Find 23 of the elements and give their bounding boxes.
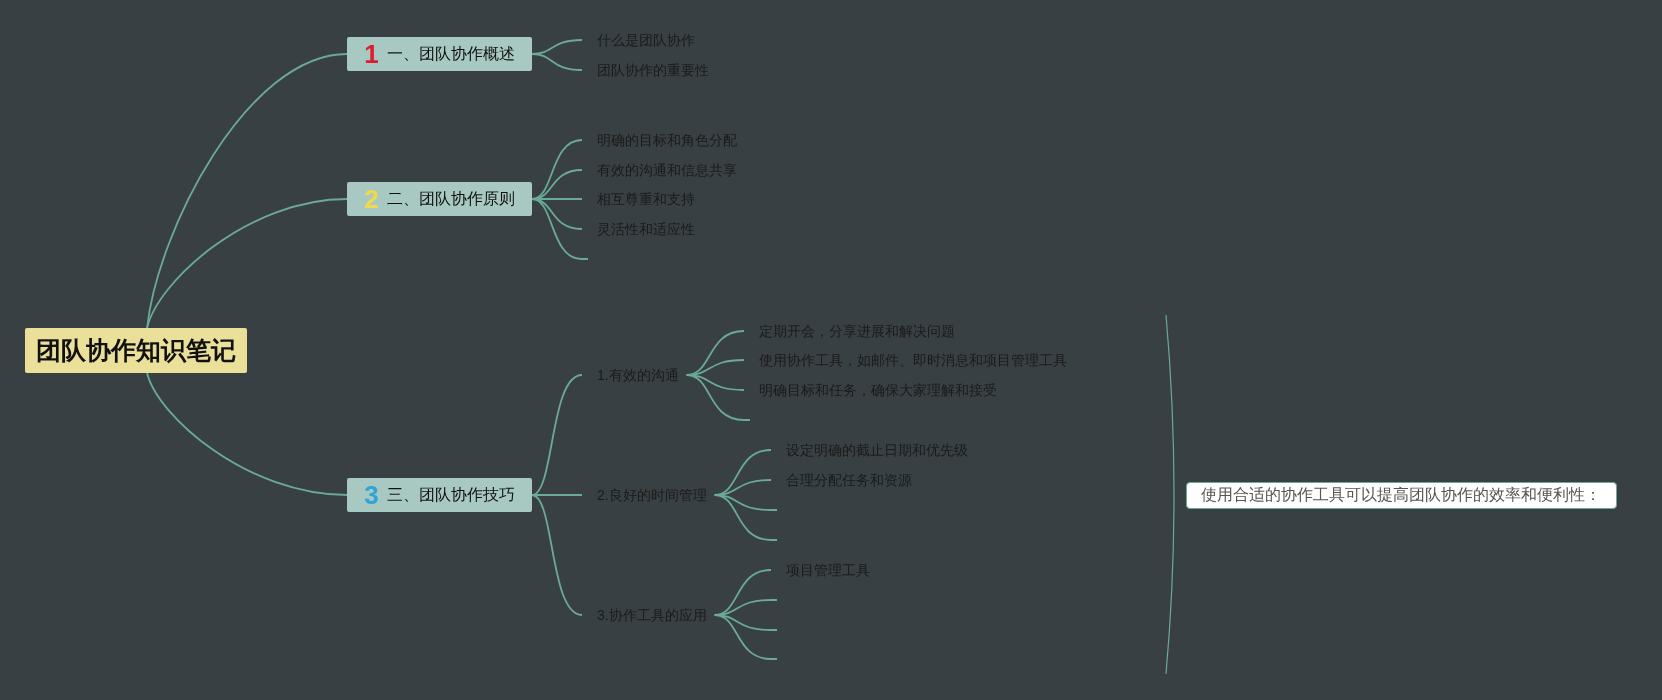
summary-text: 使用合适的协作工具可以提高团队协作的效率和便利性： <box>1201 485 1601 505</box>
priority-number: 1 <box>364 41 379 67</box>
branch-line <box>531 198 583 260</box>
branch-line <box>531 374 583 496</box>
branch-line <box>531 494 583 616</box>
branch-line <box>146 372 348 496</box>
topic-label: 一、团队协作概述 <box>386 43 515 64</box>
branch-line <box>146 53 348 329</box>
branch-line <box>146 198 348 329</box>
priority-number: 2 <box>364 186 379 212</box>
branch-line <box>713 494 772 541</box>
central-topic-box <box>25 328 247 373</box>
central-topic-label: 团队协作知识笔记 <box>36 335 236 366</box>
topic-box <box>347 182 532 216</box>
topic-box <box>347 478 532 512</box>
priority-number: 3 <box>364 482 379 508</box>
summary-box <box>1186 482 1617 509</box>
topic-box <box>347 37 532 71</box>
branch-line <box>685 374 745 421</box>
branch-line <box>531 53 583 71</box>
topic-label: 二、团队协作原则 <box>386 188 515 209</box>
topic-label: 三、团队协作技巧 <box>386 484 515 505</box>
branch-line <box>713 614 772 660</box>
